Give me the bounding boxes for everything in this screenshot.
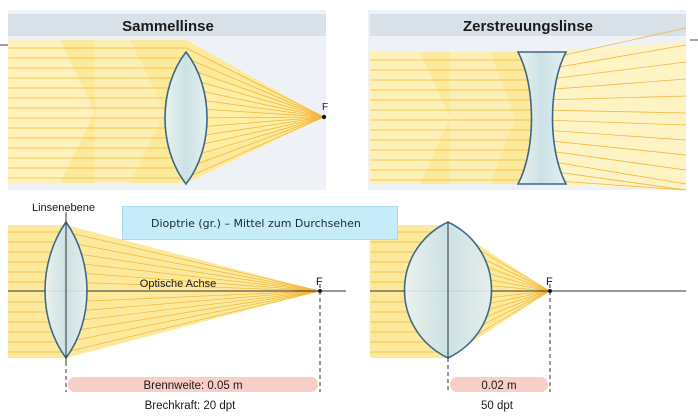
optical-axis-label: Optische Achse bbox=[140, 278, 216, 290]
convex-lens bbox=[164, 50, 208, 186]
panel-thick-lens: F 0.02 m 50 dpt bbox=[368, 196, 688, 414]
focal-point-right bbox=[548, 289, 552, 293]
focal-point-bottom bbox=[318, 289, 322, 293]
refractive-power-label-right: 50 dpt bbox=[481, 400, 514, 412]
focal-length-label: Brennweite: 0.05 m bbox=[143, 380, 242, 392]
concave-lens bbox=[516, 51, 568, 185]
panel-diverging-title: Zerstreuungslinse bbox=[463, 18, 593, 35]
panel-converging: Sammellinse F bbox=[8, 10, 328, 190]
focal-label-right: F bbox=[546, 276, 553, 288]
focal-length-bar bbox=[68, 377, 318, 392]
focal-length-bar-right bbox=[450, 377, 548, 392]
converging-rays bbox=[8, 47, 325, 179]
tooltip-text: Dioptrie (gr.) – Mittel zum Durchsehen bbox=[151, 216, 361, 230]
panel-converging-header bbox=[8, 14, 326, 36]
focal-label-bottom: F bbox=[316, 276, 323, 288]
diverging-fan bbox=[542, 42, 686, 190]
focal-label: F bbox=[322, 102, 328, 113]
panel-diverging-header bbox=[370, 14, 686, 36]
refractive-power-label: Brechkraft: 20 dpt bbox=[145, 400, 237, 412]
definition-tooltip: Dioptrie (gr.) – Mittel zum Durchsehen bbox=[122, 206, 398, 240]
lens-plane-rays bbox=[8, 231, 321, 353]
focal-point bbox=[321, 114, 327, 120]
panel-converging-title: Sammellinse bbox=[122, 18, 214, 35]
panel-diverging: Zerstreuungslinse bbox=[368, 10, 687, 191]
lens-plane-label: Linsenebene bbox=[32, 202, 95, 214]
focal-length-label-right: 0.02 m bbox=[481, 380, 516, 392]
diverging-rays bbox=[370, 27, 687, 191]
